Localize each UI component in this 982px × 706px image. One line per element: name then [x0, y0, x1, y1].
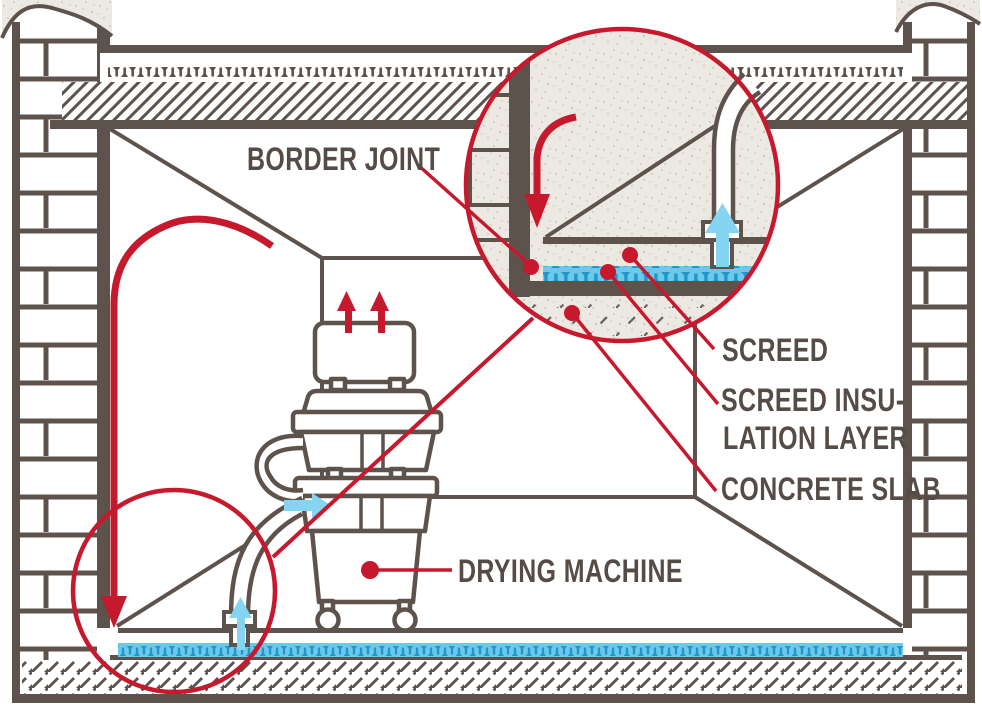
screed-insulation-label-line2: LATION LAYER [723, 421, 908, 457]
machine-exhaust-box [312, 320, 417, 385]
right-wall-inner-edge [903, 22, 912, 628]
leader-dots [361, 247, 638, 579]
loop-hose-outer [254, 433, 304, 504]
torn-edges [0, 0, 982, 39]
inset-suction-arrow-shaft [716, 231, 729, 267]
inset-wall-inner-edge [509, 55, 530, 297]
magnifier-inset-circle [463, 26, 781, 344]
ceiling-insulation-layer [108, 62, 903, 78]
inset-airflow-down-arrow-icon [524, 194, 550, 228]
machine-tub-lower [299, 493, 433, 534]
machine-wheel [315, 607, 341, 633]
left-wall-torn-top [2, 0, 112, 38]
perspective-line-bottom-right [693, 495, 904, 628]
intake-arrow-shaft [284, 500, 312, 511]
ceiling-top-line [100, 45, 912, 53]
screed-insulation-dot [600, 264, 616, 280]
suction-up-arrow-icon [229, 597, 252, 618]
perspective-line-top-left [108, 127, 324, 260]
magnifier-source-circle [70, 487, 278, 695]
inset-airflow-arrow-shaft [533, 113, 577, 196]
border-joint-label: BORDER JOINT [247, 142, 440, 178]
floor-assembly [12, 628, 970, 703]
inset-suction-up-arrow-icon [705, 203, 740, 233]
drying-machine-dot [361, 561, 379, 579]
magnifier-connector-line [271, 316, 535, 559]
right-wall-torn-line [894, 2, 982, 33]
screed-dot [622, 247, 638, 263]
exhaust-arrow-shaft [345, 309, 352, 333]
suction-hose-inner [245, 512, 304, 617]
machine-foot [387, 376, 407, 393]
loop-hose-inner [264, 445, 304, 493]
machine-tub-upper [298, 429, 437, 473]
red-airflow [101, 215, 389, 628]
screed-insulation-leader [606, 270, 720, 406]
exhaust-up-arrow-icon [337, 291, 356, 311]
inset-hose-body [714, 74, 760, 240]
inset-slab-top-line [509, 281, 778, 296]
floor-concrete-slab [22, 660, 962, 694]
screed-top-line [118, 628, 903, 633]
machine-foot [328, 376, 348, 393]
room-airflow-down-arrow-shaft [110, 215, 275, 598]
concrete-slab-label: CONCRETE SLAB [721, 472, 941, 508]
intake-right-arrow-icon [312, 493, 331, 518]
screed-layer [118, 633, 903, 643]
inset-perspective-line [544, 118, 726, 239]
room-airflow-down-arrow-icon [101, 596, 127, 628]
border-joint-dot [523, 259, 539, 275]
loop-hose-body [256, 435, 303, 502]
suction-up-arrow-shaft [237, 616, 245, 650]
inset-screed-insulation-layer [543, 266, 775, 281]
machine-tub-seams [360, 433, 385, 469]
left-wall-outer-edge [12, 22, 20, 703]
inset-screed-top-line [543, 237, 775, 244]
concrete-slab-dot [564, 305, 580, 321]
screed-leader [628, 253, 716, 351]
leader-lines [370, 163, 720, 572]
floor-bottom-line [12, 694, 970, 703]
exhaust-up-arrow-icon [370, 291, 389, 311]
inset-hose-inner [730, 90, 762, 240]
labels: BORDER JOINT SCREED SCREED INSU- LATION … [247, 142, 941, 590]
right-wall-outer-edge [967, 22, 975, 703]
left-wall-inner-edge [97, 22, 110, 628]
screed-insulation-label-line1: SCREED INSU- [721, 383, 905, 419]
machine-wheel [392, 607, 418, 633]
floor-slab-top-line [110, 655, 962, 662]
border-joint-leader [416, 163, 533, 268]
left-wall-torn-line [0, 4, 114, 39]
machine-tub-seams [359, 497, 384, 530]
exhaust-arrow-shaft [378, 309, 385, 333]
screed-label: SCREED [722, 333, 828, 369]
screed-insulation-layer [118, 643, 903, 657]
magnifier-inset [463, 26, 781, 344]
machine-motor-head [300, 388, 435, 417]
machine-lid-lower [292, 475, 440, 499]
drying-machine [290, 320, 444, 633]
drying-machine-label: DRYING MACHINE [458, 554, 683, 590]
airflow-arrows [229, 493, 331, 650]
concrete-slab-leader [570, 311, 718, 493]
